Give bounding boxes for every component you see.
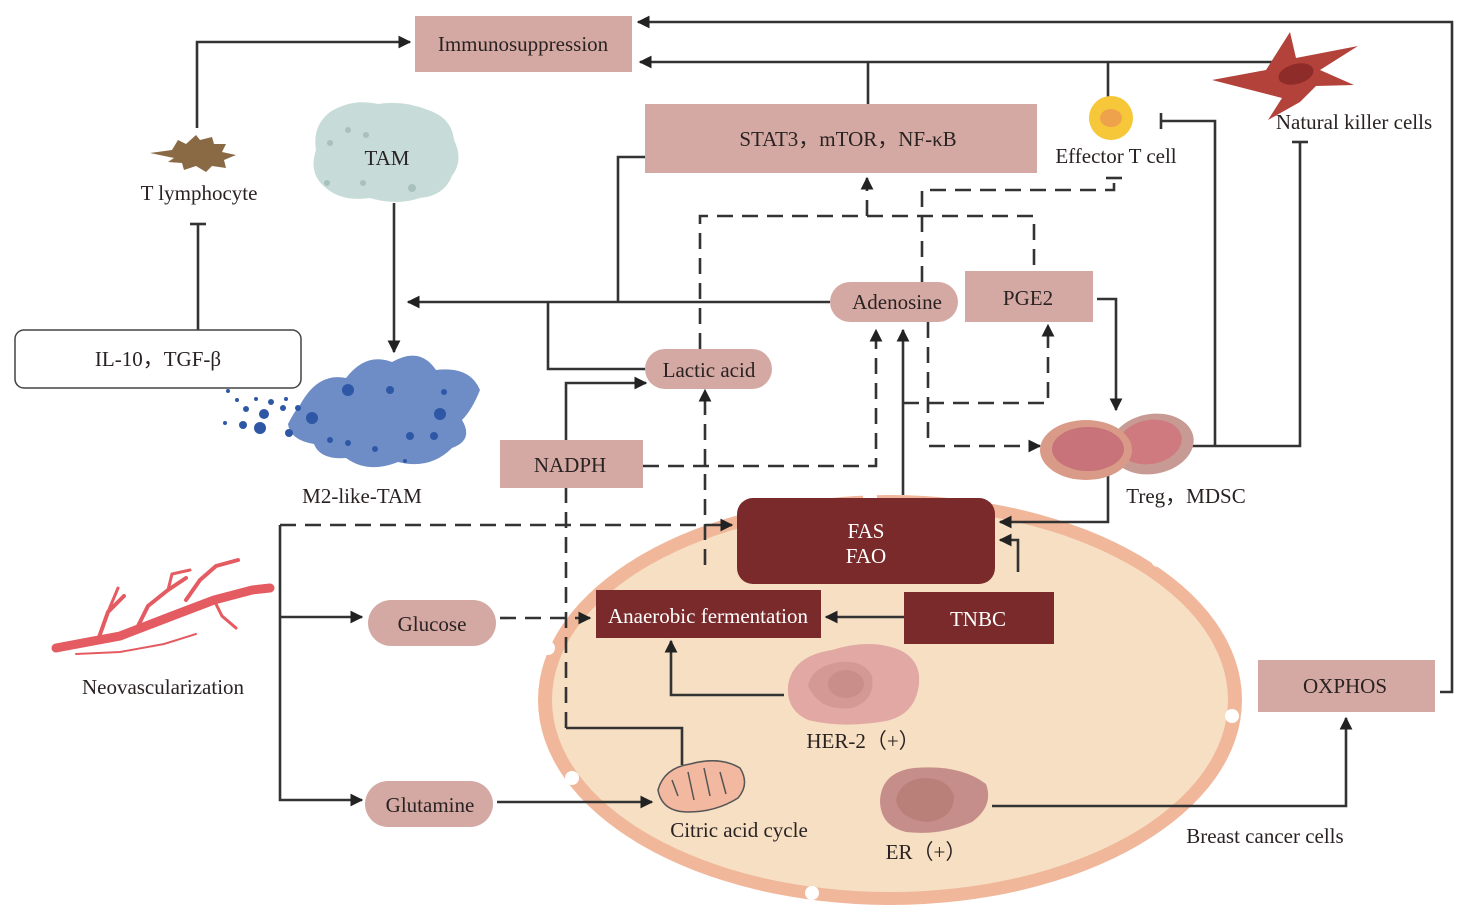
membrane-pore [657,525,671,539]
m2-tam-icon [288,355,480,468]
nk-cells-label: Natural killer cells [1276,110,1432,134]
edge-neo-glutamine [278,525,364,807]
er-cell: ER（+） [880,767,989,864]
edge-er-oxphos [992,716,1353,808]
node-fas-fao[interactable]: FAS FAO [737,498,995,584]
natural-killer-cells: Natural killer cells [1212,32,1432,134]
effector-t-label: Effector T cell [1055,144,1176,168]
edge-adenosine-effector [920,178,1116,282]
solid-connectors [190,15,1454,809]
edge-lactic-left [546,302,645,371]
t-lymphocyte-label: T lymphocyte [141,181,258,205]
edge-tnbc-fas [998,533,1020,572]
t-lymphocyte: T lymphocyte [141,135,258,205]
tam: TAM [313,102,459,202]
edge-treg-effector [1161,119,1217,446]
edge-treg-nk [1192,142,1302,448]
treg-mdsc-label: Treg，MDSC [1126,484,1245,508]
dashed-connectors [280,176,1122,728]
nadph-label: NADPH [534,453,606,477]
node-il10[interactable]: IL-10，TGF-β [14,329,302,389]
fao-label: FAO [846,544,886,568]
node-lactic-acid[interactable]: Lactic acid [645,349,772,389]
m2-like-tam: M2-like-TAM [223,355,480,508]
er-cell-icon [880,767,989,833]
membrane-pore [805,886,819,900]
anaerobic-label: Anaerobic fermentation [608,604,808,628]
glutamine-label: Glutamine [386,793,475,817]
her2-cell-icon [787,644,920,725]
edge-oxphos-immuno [636,15,1454,694]
citric-acid-cycle: Citric acid cycle [657,760,808,842]
edge-pge2-treg [1097,297,1123,412]
treg-mdsc-icon [1040,413,1194,480]
neovascularization-label: Neovascularization [82,675,245,699]
blood-vessel-icon [51,558,275,655]
fas-label: FAS [848,519,885,543]
mitochondria-icon [657,760,746,813]
membrane-pore [541,641,555,655]
lactic-acid-label: Lactic acid [663,358,756,382]
stat3-label: STAT3，mTOR，NF-κB [739,127,956,151]
immunosuppression-label: Immunosuppression [438,32,609,56]
effector-t-cell-icon [1089,96,1133,140]
node-anaerobic-fermentation[interactable]: Anaerobic fermentation [596,590,821,638]
tnbc-label: TNBC [950,607,1006,631]
neovascularization: Neovascularization [51,558,275,699]
edge-nadph-lactic [564,376,648,440]
treg-mdsc: Treg，MDSC [1040,413,1246,508]
node-pge2[interactable]: PGE2 [965,271,1093,322]
tam-label: TAM [365,146,410,170]
effector-t-cell: Effector T cell [1055,96,1177,168]
pge2-label: PGE2 [1003,286,1053,310]
citric-acid-cycle-label: Citric acid cycle [670,818,808,842]
edge-tca-up [566,726,684,765]
node-immunosuppression[interactable]: Immunosuppression [415,16,632,72]
her2-label: HER-2（+） [806,729,919,753]
her2-cell: HER-2（+） [787,644,920,753]
edge-adenosine-treg [926,322,1042,453]
edge-tlymph-immuno [195,35,412,128]
node-glutamine[interactable]: Glutamine [365,781,493,827]
oxphos-label: OXPHOS [1303,674,1387,698]
t-lymphocyte-icon [150,135,236,172]
breast-cancer-cells-label: Breast cancer cells [1186,824,1343,848]
tam-icon [313,102,459,202]
m2-secretion-dots [223,384,447,463]
il10-label: IL-10，TGF-β [95,347,221,371]
membrane-pore [1151,553,1165,567]
edge-fas-pge2 [903,323,1055,405]
glucose-label: Glucose [398,612,467,636]
node-tnbc[interactable]: TNBC [904,592,1054,644]
membrane-pore [565,771,579,785]
node-stat3[interactable]: STAT3，mTOR，NF-κB [645,104,1037,173]
node-glucose[interactable]: Glucose [368,600,496,646]
m2-tam-label: M2-like-TAM [302,484,422,508]
node-adenosine[interactable]: Adenosine [830,282,958,322]
edge-her2-anaerobic [664,639,784,697]
er-label: ER（+） [886,840,967,864]
membrane-pore [1225,709,1239,723]
node-nadph[interactable]: NADPH [500,440,643,488]
edge-treg-fas [998,472,1110,529]
edge-nadph-adenosine [643,328,883,468]
node-oxphos[interactable]: OXPHOS [1258,660,1435,712]
adenosine-label: Adenosine [852,290,942,314]
edge-stat3-left [616,155,645,302]
